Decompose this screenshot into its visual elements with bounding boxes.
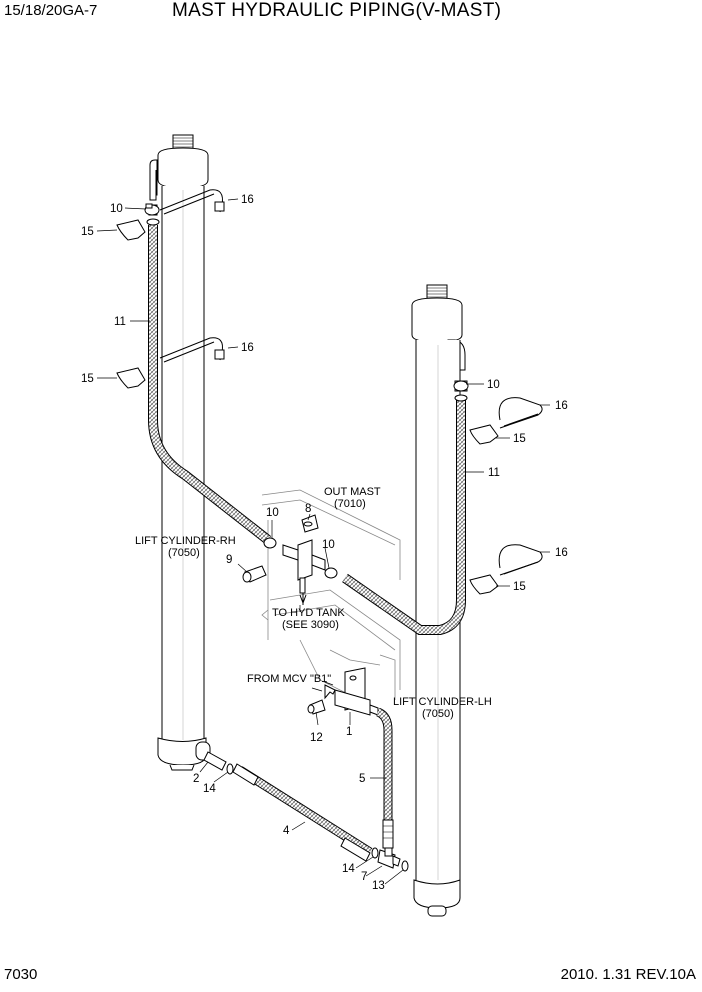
label-lift-cylinder-lh-ref: (7050): [422, 708, 454, 720]
callout-16: 16: [241, 342, 254, 354]
valve-1: [307, 667, 379, 716]
label-to-hyd-tank: TO HYD TANK: [272, 607, 345, 619]
callout-2: 2: [193, 773, 199, 785]
callout-1: 1: [346, 726, 352, 738]
callout-14: 14: [203, 783, 216, 795]
clamp-10: [144, 203, 469, 579]
callout-15: 15: [81, 226, 94, 238]
label-to-hyd-tank-ref: (SEE 3090): [282, 619, 339, 631]
revision-date: 2010. 1.31 REV.10A: [560, 966, 696, 983]
label-from-mcv: FROM MCV "B1": [247, 673, 331, 685]
label-lift-cylinder-lh: LIFT CYLINDER-LH: [393, 696, 492, 708]
callout-10: 10: [266, 507, 279, 519]
label-out-mast: OUT MAST: [324, 486, 381, 498]
lift-cylinder-lh: [411, 284, 466, 917]
callout-16: 16: [555, 400, 568, 412]
tee-7: [377, 847, 409, 872]
page-title: MAST HYDRAULIC PIPING(V-MAST): [172, 0, 502, 21]
page-number: 7030: [4, 966, 38, 983]
callout-14: 14: [342, 863, 355, 875]
clip-15: [116, 219, 499, 595]
hose-11-left: [148, 225, 272, 544]
connector-2: [203, 751, 379, 859]
lift-cylinder-rh: [149, 134, 211, 771]
callout-11: 11: [488, 467, 500, 479]
hose-4: [232, 763, 373, 862]
callout-5: 5: [359, 773, 365, 785]
callout-15: 15: [81, 373, 94, 385]
callout-16: 16: [555, 547, 568, 559]
callout-8: 8: [305, 503, 311, 515]
hose-5: [376, 707, 394, 849]
callout-10: 10: [110, 203, 123, 215]
label-out-mast-ref: (7010): [334, 498, 366, 510]
connector-9: [242, 565, 267, 583]
tee-fitting-8: [282, 514, 326, 605]
callout-13: 13: [372, 880, 385, 892]
callout-15: 15: [513, 433, 526, 445]
callout-12: 12: [310, 732, 323, 744]
callout-9: 9: [226, 554, 232, 566]
callout-10: 10: [322, 539, 335, 551]
out-mast-frame: [261, 489, 401, 701]
label-lift-cylinder-rh: LIFT CYLINDER-RH: [135, 535, 236, 547]
band-16: [159, 189, 543, 576]
callout-16: 16: [241, 194, 254, 206]
leader-lines: [96, 198, 550, 885]
callout-4: 4: [283, 825, 290, 837]
model-number: 15/18/20GA-7: [4, 2, 98, 19]
callout-10: 10: [487, 379, 500, 391]
callout-15: 15: [513, 581, 526, 593]
callout-7: 7: [361, 871, 367, 883]
hose-11-right: [342, 400, 466, 635]
callout-11: 11: [114, 316, 126, 328]
label-lift-cylinder-rh-ref: (7050): [168, 547, 200, 559]
